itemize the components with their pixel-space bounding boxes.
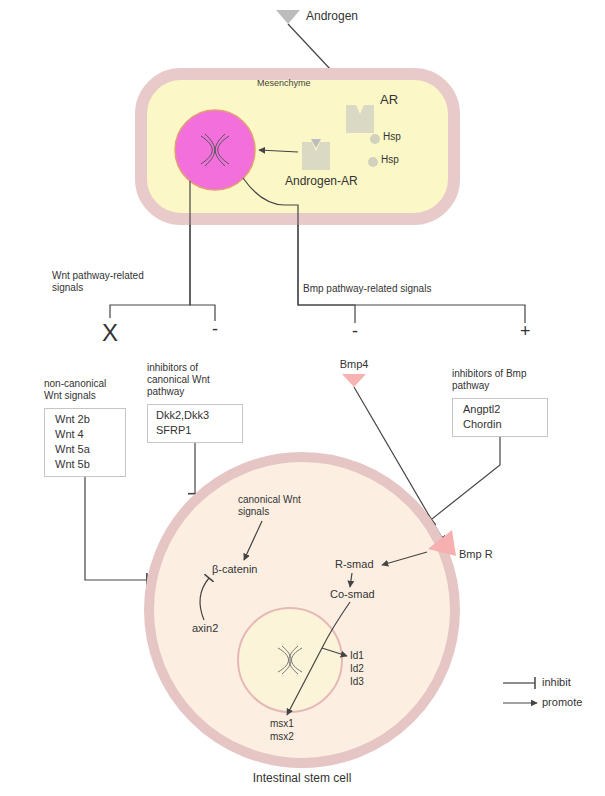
node-label: AR — [380, 92, 398, 107]
inhibit-connector — [194, 443, 195, 494]
ligand-triangle — [276, 10, 300, 24]
dna-symbol — [278, 646, 302, 674]
molecule-label: canonical Wnt signals — [238, 494, 310, 518]
receptor-label: Bmp R — [459, 548, 493, 561]
molecule-label: R-smad — [335, 558, 374, 571]
box-heading: non-canonical Wnt signals — [44, 378, 124, 402]
molecule-label: axin2 — [192, 622, 218, 635]
inhibit-connector — [431, 437, 500, 519]
sign-marker: X — [102, 318, 118, 347]
dna-symbol — [201, 134, 229, 166]
signal-box: inhibitors of Bmp pathwayAngptl2 Chordin — [452, 368, 552, 437]
branch-line — [298, 225, 525, 323]
node-label: Androgen-AR — [285, 174, 358, 188]
bmp4-ligand: Bmp4 — [338, 358, 370, 387]
cell-outline — [144, 452, 460, 768]
legend-text: inhibit — [542, 676, 571, 689]
signal-stub — [189, 181, 190, 226]
sign-marker: - — [212, 318, 218, 340]
androgen-receptor: AR — [344, 101, 376, 135]
molecule-label: Co-smad — [330, 588, 375, 601]
signal-arrow — [322, 602, 350, 648]
box-body: Dkk2,Dkk3 SFRP1 — [156, 408, 224, 438]
signal-arrow — [322, 648, 347, 656]
signal-box: inhibitors of canonical Wnt pathwayDkk2,… — [147, 362, 247, 443]
stem-nucleus — [238, 608, 342, 712]
node-label: Mesenchyme — [257, 78, 311, 88]
legend-inhibit-sample — [503, 682, 535, 683]
box-outline: Dkk2,Dkk3 SFRP1 — [147, 404, 243, 443]
hsp-dot — [368, 157, 378, 167]
bmp-receptor — [428, 530, 456, 556]
node-label: Androgen — [306, 9, 358, 23]
node-label: Hsp — [381, 154, 399, 165]
cell-caption: Intestinal stem cell — [144, 771, 460, 785]
gene-label: Id1 — [350, 650, 364, 662]
signal-arrow — [244, 521, 262, 560]
gene-label: Id2 — [350, 663, 364, 675]
androgen-ar-complex: Androgen-AR — [300, 138, 332, 172]
signal-arrow — [382, 552, 427, 565]
ligand-triangle — [342, 374, 366, 387]
sign-marker: + — [520, 320, 531, 342]
legend-text: promote — [542, 696, 582, 709]
signal-arrow — [350, 573, 352, 587]
receptor-shape — [344, 101, 376, 135]
hsp-dot — [370, 134, 380, 144]
stem-cell: Intestinal stem cell — [144, 452, 460, 768]
box-heading: inhibitors of canonical Wnt pathway — [147, 362, 219, 398]
legend-promote-sample — [503, 702, 537, 703]
receptor-shape — [300, 138, 332, 172]
mesenchyme-cell: MesenchymeARHspHspAndrogen-AR — [135, 68, 460, 225]
signal-box: non-canonical Wnt signalsWnt 2b Wnt 4 Wn… — [44, 378, 140, 477]
nucleus — [175, 110, 255, 190]
pathway-label: Bmp pathway-related signals — [303, 283, 431, 295]
box-body: Wnt 2b Wnt 4 Wnt 5a Wnt 5b — [55, 412, 103, 472]
node-label: Hsp — [383, 131, 401, 142]
gene-label: msx2 — [270, 731, 294, 743]
translocation-arrow — [259, 150, 298, 152]
inhibit-line — [200, 578, 209, 620]
branch-line — [298, 225, 355, 323]
hsp-protein: Hsp — [370, 134, 380, 144]
pathway-label: Wnt pathway-related signals — [52, 270, 160, 294]
signal-stub — [243, 178, 298, 226]
gene-label: Id3 — [350, 676, 364, 688]
hsp-protein: Hsp — [368, 157, 378, 167]
androgen-ligand: Androgen — [276, 10, 300, 24]
molecule-label: β-catenin — [212, 563, 257, 576]
sign-marker: - — [352, 320, 358, 342]
box-body: Angptl2 Chordin — [463, 402, 517, 432]
branch-line — [190, 225, 215, 321]
signal-arrow — [287, 648, 322, 715]
box-outline: Wnt 2b Wnt 4 Wnt 5a Wnt 5b — [44, 408, 126, 477]
box-heading: inhibitors of Bmp pathway — [452, 368, 542, 392]
node-label: Bmp4 — [338, 358, 370, 371]
box-outline: Angptl2 Chordin — [452, 398, 548, 437]
gene-label: msx1 — [270, 718, 294, 730]
inhibit-connector — [85, 477, 147, 580]
